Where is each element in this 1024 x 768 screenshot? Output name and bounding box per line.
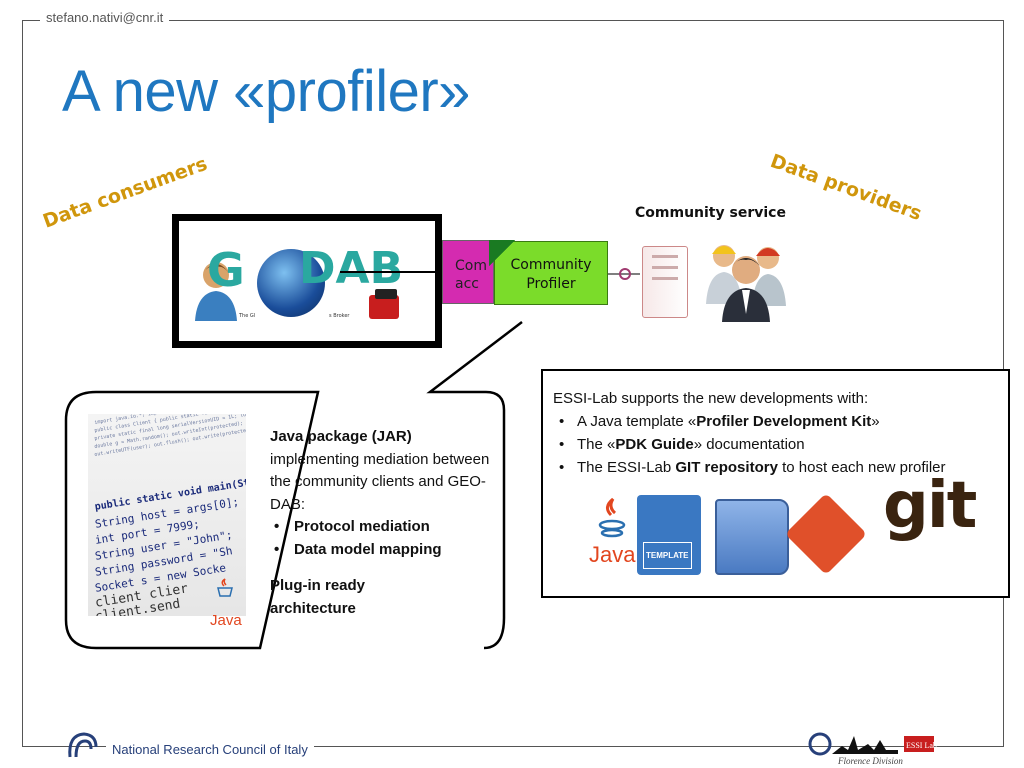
essi-bullet-text: » documentation: [694, 436, 805, 453]
java-logo-icon: [597, 495, 627, 541]
essi-bullet-guide: The «PDK Guide» documentation: [553, 433, 1000, 456]
essi-bullet-text: The ESSI-Lab: [577, 459, 675, 476]
template-label: TEMPLATE: [643, 542, 692, 569]
footer-organization: National Research Council of Italy: [106, 742, 314, 757]
essi-bullet-text: The «: [577, 436, 615, 453]
template-icon: TEMPLATE: [637, 495, 701, 575]
cnr-logo-icon: [66, 731, 98, 759]
callout-bullet: Data model mapping: [270, 539, 490, 562]
callout-heading: Java package (JAR): [270, 428, 412, 445]
florence-division-logo: ESSI Lab Florence Division: [808, 726, 938, 766]
essi-bullet-text: »: [871, 413, 879, 430]
essi-bullet-bold: Profiler Development Kit: [696, 413, 871, 430]
essi-bullet-bold: PDK Guide: [615, 436, 693, 453]
git-wordmark: git: [883, 495, 975, 518]
callout-text: Java package (JAR) implementing mediatio…: [270, 426, 490, 620]
callout-bullet: Protocol mediation: [270, 516, 490, 539]
essi-bullet-pdk: A Java template «Profiler Development Ki…: [553, 410, 1000, 433]
callout-footer-line2: architecture: [270, 598, 490, 621]
essi-icons: Java TEMPLATE git: [583, 489, 998, 585]
callout-body: implementing mediation between the commu…: [270, 449, 490, 517]
callout-java-label: Java: [210, 612, 242, 629]
essi-java-label: Java: [589, 543, 635, 566]
callout-footer-line1: Plug-in ready: [270, 575, 490, 598]
essi-lab-box: ESSI-Lab supports the new developments w…: [541, 369, 1010, 598]
callout-bullets: Protocol mediation Data model mapping: [270, 516, 490, 561]
florence-division-text: Florence Division: [837, 756, 903, 766]
book-icon: [715, 499, 789, 575]
callout-footer: Plug-in ready architecture: [270, 575, 490, 620]
essi-lab-mark: ESSI Lab: [906, 741, 937, 750]
java-cup-icon: [214, 578, 236, 598]
git-logo-icon: [785, 493, 867, 575]
essi-intro: ESSI-Lab supports the new developments w…: [553, 387, 1000, 410]
essi-bullet-text: A Java template «: [577, 413, 696, 430]
essi-bullet-bold: GIT repository: [675, 459, 778, 476]
